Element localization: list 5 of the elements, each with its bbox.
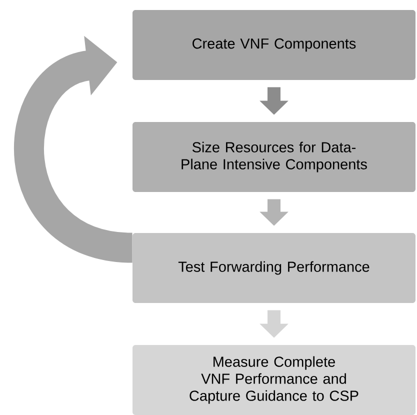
process-box: Test Forwarding Performance [132, 233, 416, 303]
curved-arrow [14, 36, 134, 263]
process-box: Size Resources for Data-Plane Intensive Components [132, 122, 416, 192]
process-box: Create VNF Components [132, 10, 416, 80]
process-box: Measure Complete VNF Performance and Capture Guidance to CSP [132, 345, 416, 415]
